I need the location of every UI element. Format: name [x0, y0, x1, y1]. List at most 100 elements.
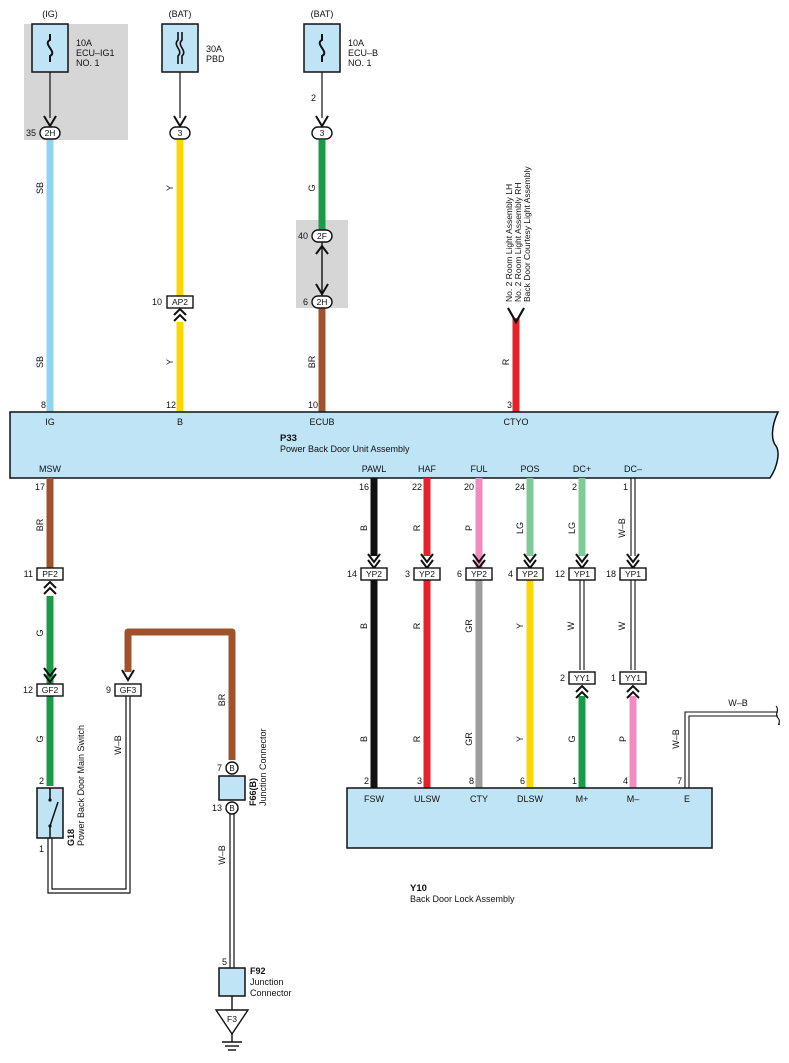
male-arrow-icon — [420, 553, 434, 570]
pin-name: PAWL — [362, 464, 387, 474]
connector-pin: 4 — [508, 569, 513, 579]
pin-number: 22 — [412, 482, 422, 492]
wire-label: G — [567, 735, 577, 742]
connector-yp2 — [413, 567, 441, 581]
fuse-source: (BAT) — [311, 9, 334, 19]
connector-label: YP2 — [522, 569, 538, 579]
connector-label: YP1 — [574, 569, 590, 579]
pin-name: DC– — [624, 464, 642, 474]
wire-label: G — [35, 735, 45, 742]
wire-label: G — [35, 629, 45, 636]
connector-label: PF2 — [42, 569, 58, 579]
connector-label: YY1 — [574, 673, 590, 683]
ground-icon — [214, 1009, 250, 1051]
wire-label: BR — [307, 355, 317, 368]
fuse-icon — [175, 32, 185, 64]
pin-number: 13 — [212, 803, 222, 813]
wire-label: B — [359, 736, 369, 742]
connector-pin: 6 — [303, 297, 308, 307]
pin-number: 4 — [623, 776, 628, 786]
circle-letter: B — [229, 804, 234, 813]
g18-code: G18 — [66, 829, 76, 846]
connector-3-pbd: 3 — [169, 115, 191, 140]
pill — [169, 126, 191, 140]
connector-label: 2H — [45, 128, 56, 138]
connector-pin: 14 — [347, 569, 357, 579]
female-arrow-icon — [626, 684, 640, 699]
room-light-labels: No. 2 Room Light Assembly LH No. 2 Room … — [504, 166, 532, 302]
connector-pin: 12 — [555, 569, 565, 579]
fuse-icon — [46, 34, 54, 62]
pin-name: IG — [45, 417, 55, 427]
pin-number: 1 — [572, 776, 577, 786]
wire-label: W–B — [728, 698, 748, 708]
f66-junction: B 7 B 13 F66(B) Junction Connector — [212, 728, 268, 815]
wire-label: B — [359, 525, 369, 531]
f92-name-line2: Connector — [250, 988, 292, 998]
wire-wb-dcminus — [630, 478, 636, 556]
fuse-source: (BAT) — [169, 9, 192, 19]
msw-circuit: BR G G PF2 11 GF2 12 2 1 G18 Power Back … — [23, 478, 292, 1051]
female-arrow-icon — [43, 580, 57, 595]
pill — [39, 126, 61, 140]
pin-number: 3 — [507, 400, 512, 410]
connector-label: YP2 — [366, 569, 382, 579]
wire-label: Y — [515, 623, 525, 629]
female-arrow-icon — [575, 684, 589, 699]
connector-label: AP2 — [172, 297, 188, 307]
fuse-name: ECU–IG1 — [76, 48, 115, 58]
f92-box — [218, 967, 246, 997]
connector-label: YP1 — [625, 569, 641, 579]
pin-number: 3 — [417, 776, 422, 786]
pill — [311, 126, 333, 140]
male-arrow-icon — [367, 553, 381, 570]
pin-number: 8 — [41, 400, 46, 410]
wire-label: R — [412, 735, 422, 742]
pin-number: 8 — [469, 776, 474, 786]
f66-box — [218, 775, 246, 801]
pill — [311, 295, 333, 309]
top-wires — [46, 140, 520, 412]
connector-label: YP2 — [419, 569, 435, 579]
connector-yp1 — [568, 567, 596, 581]
pin-number: 17 — [35, 482, 45, 492]
pin-number: 2 — [572, 482, 577, 492]
connector-pin: 9 — [106, 685, 111, 695]
connector-2f: 2F 40 — [298, 229, 333, 296]
yp-connectors: YP2 14 YP2 3 YP2 6 YP2 4 YP1 12 YP1 18 Y… — [347, 553, 647, 699]
p33-name: Power Back Door Unit Assembly — [280, 444, 410, 454]
wire-label: Y — [165, 359, 175, 365]
f66-name: Junction Connector — [258, 728, 268, 806]
g18-name: Power Back Door Main Switch — [76, 725, 86, 846]
connector-pin: 18 — [606, 569, 616, 579]
pin-number: 12 — [166, 400, 176, 410]
connector-pin: 10 — [152, 297, 162, 307]
fuse-name-2: NO. 1 — [348, 58, 372, 68]
y10-code: Y10 — [410, 883, 427, 894]
pin-name: POS — [520, 464, 539, 474]
male-arrow-icon — [315, 283, 329, 296]
male-arrow-icon — [626, 553, 640, 570]
wire-wb-e — [684, 711, 778, 788]
connector-yy1 — [619, 671, 647, 685]
pin-name: DLSW — [517, 794, 544, 804]
y10-lock-assembly: 2 FSW 3 ULSW 8 CTY 6 DLSW 1 M+ 4 M– 7 E … — [346, 776, 713, 904]
p33-box — [9, 411, 780, 479]
connector-label: YP2 — [471, 569, 487, 579]
connector-yp2 — [465, 567, 493, 581]
pin-name: E — [684, 794, 690, 804]
connector-yy1 — [568, 671, 596, 685]
pin-name: M– — [627, 794, 640, 804]
wire-label: GR — [464, 619, 474, 633]
connector-2h-bottom: 2H 6 — [303, 295, 333, 309]
male-arrow-icon — [523, 553, 537, 570]
top-wire-labels: SB SB Y Y G BR R — [35, 182, 511, 368]
connector-label: 2H — [317, 297, 328, 307]
connector-2h-top: 2H 35 — [26, 115, 61, 140]
pin-number: 6 — [520, 776, 525, 786]
p33-code: P33 — [280, 433, 297, 444]
connector-pin: 6 — [457, 569, 462, 579]
wire-break-icon — [775, 705, 781, 726]
pin-number: 2 — [39, 776, 44, 786]
pin-name: B — [177, 417, 183, 427]
